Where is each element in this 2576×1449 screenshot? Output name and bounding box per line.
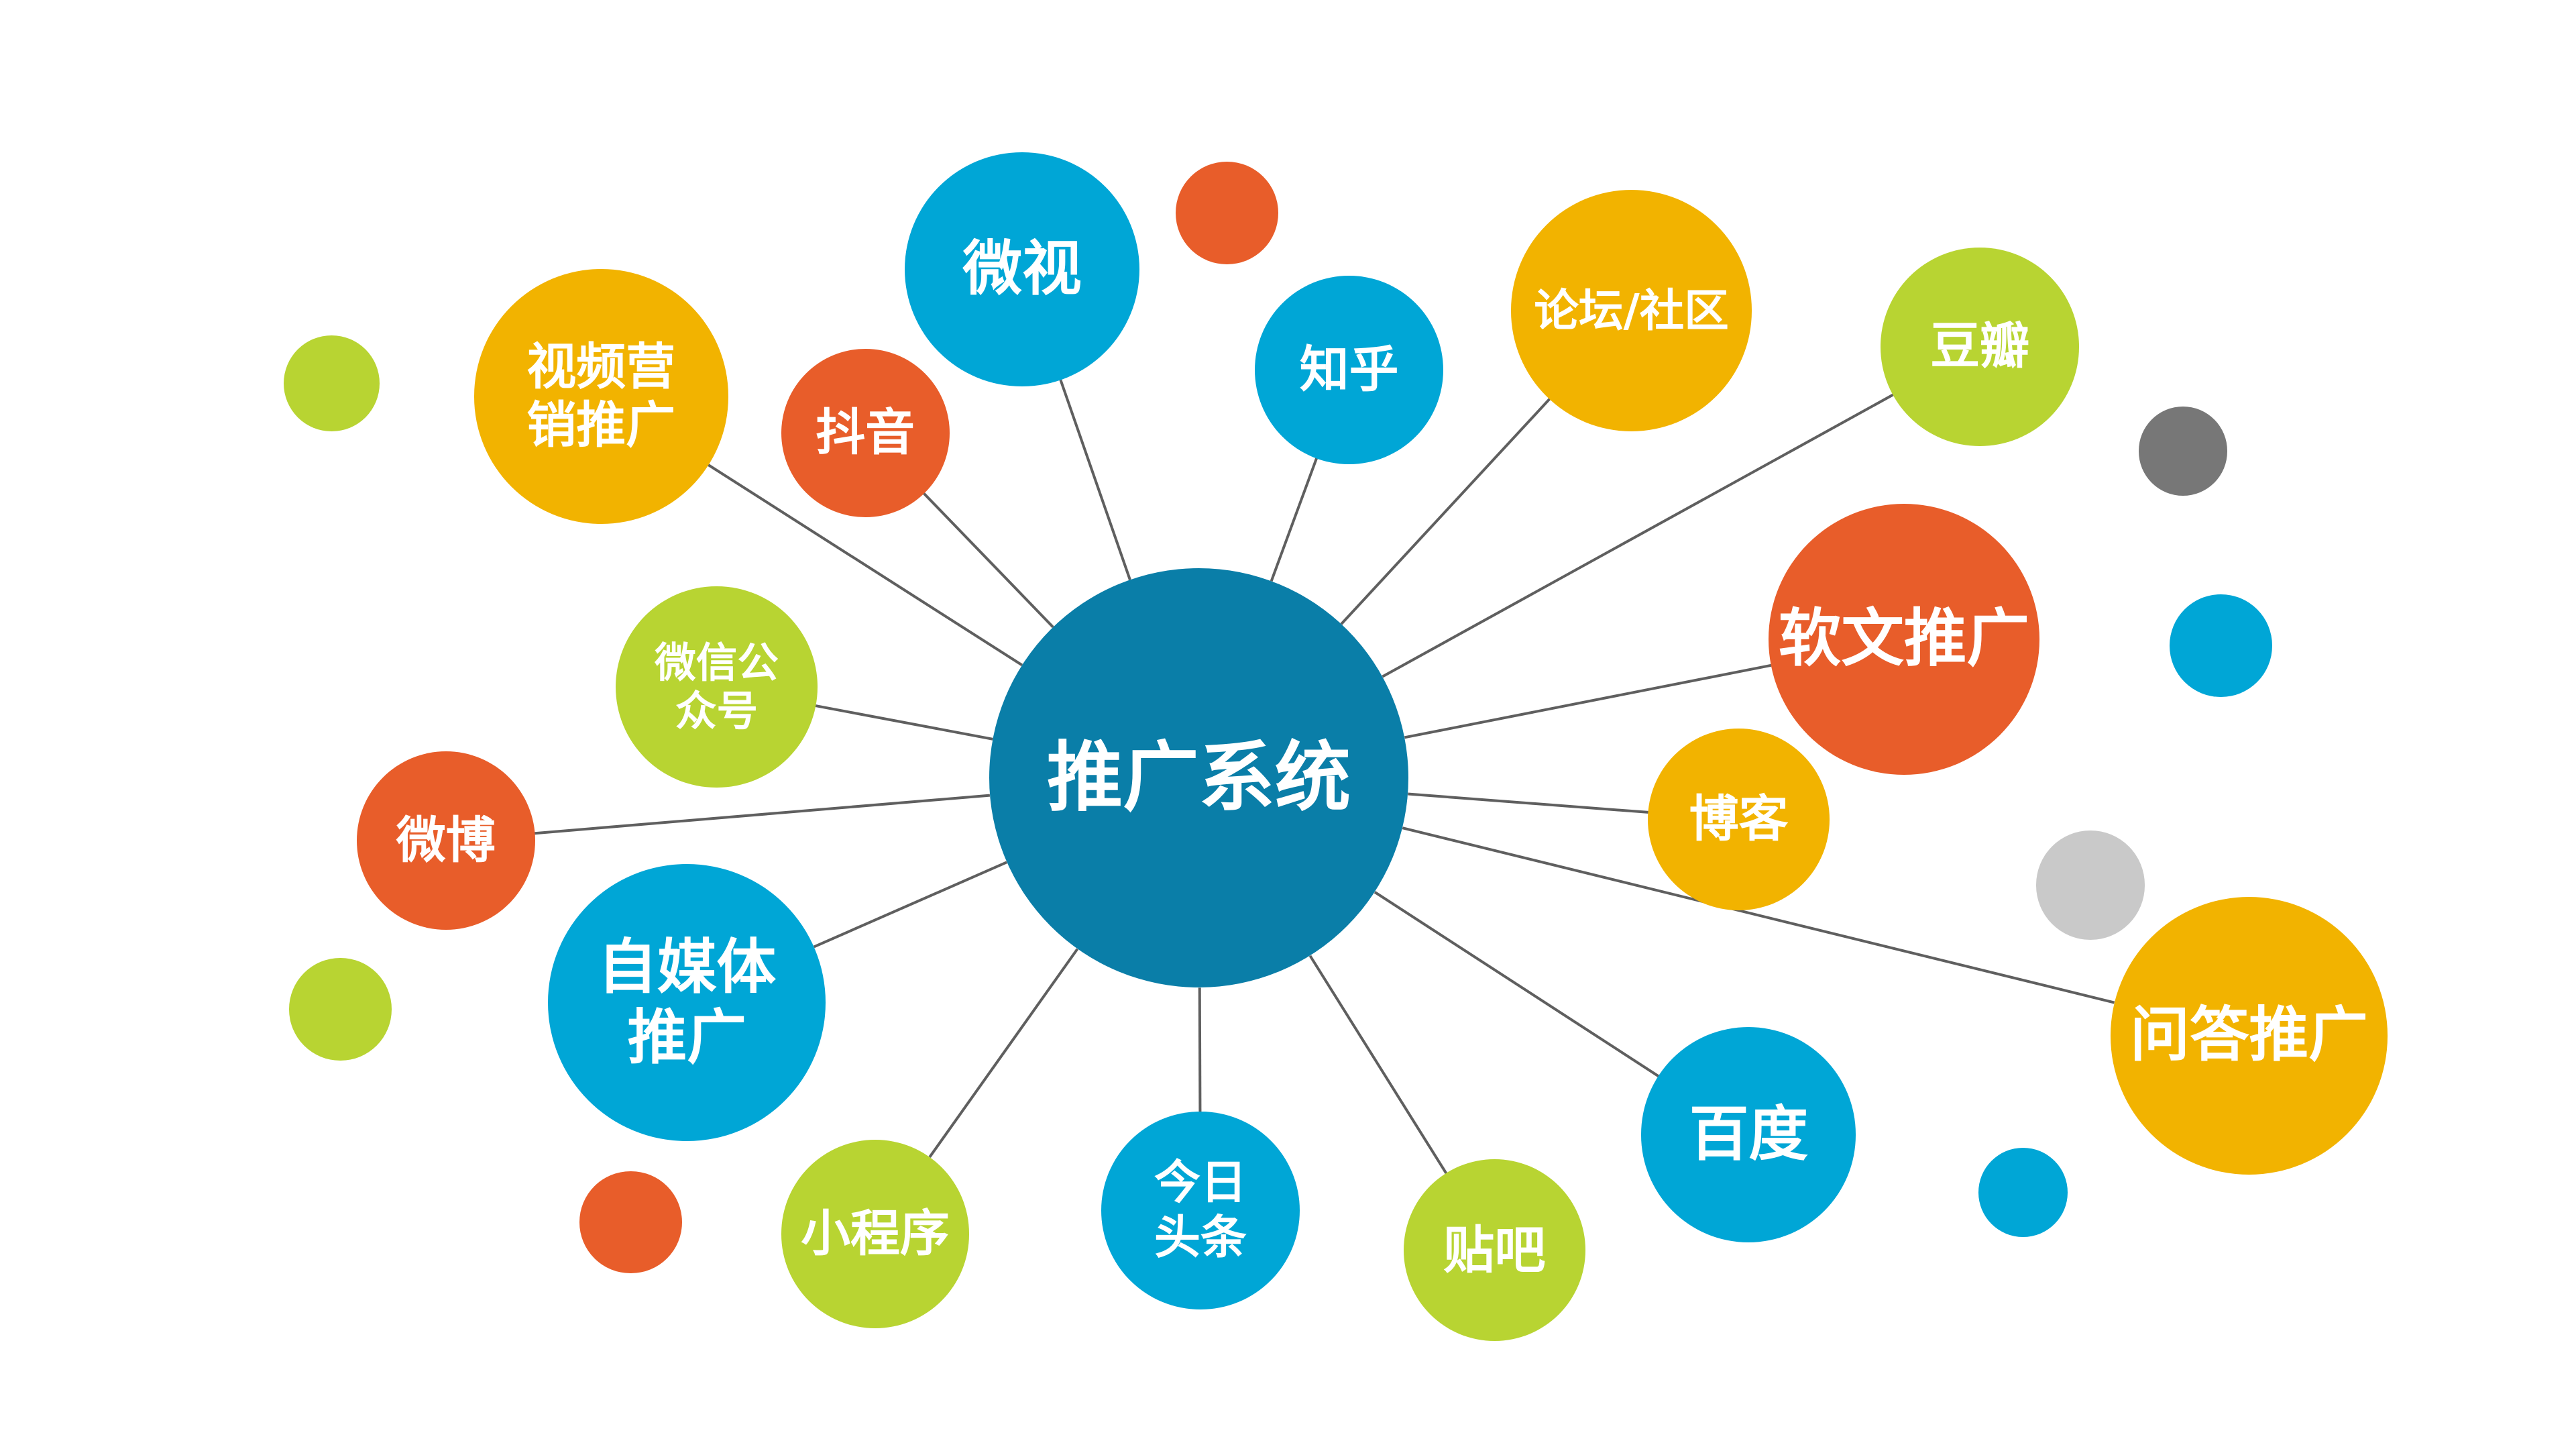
decor-dot [579,1171,682,1274]
node-qa: 问答推广 [2110,896,2388,1175]
node-label: 豆瓣 [1930,317,2030,376]
connector-line-video-marketing [707,464,1023,667]
node-toutiao: 今日 头条 [1101,1112,1300,1310]
connector-line-douyin [923,492,1054,629]
connector-line-mini-program [928,948,1079,1158]
decor-dot [284,335,380,431]
node-weishi: 微视 [905,152,1139,387]
decor-dot [2035,830,2145,940]
node-label: 问答推广 [2130,1000,2368,1070]
node-label: 软文推广 [1778,602,2029,676]
node-we-media: 自媒体 推广 [548,863,826,1142]
connector-line-weishi [1059,379,1131,580]
node-wechat-official: 微信公 众号 [616,586,818,788]
connector-line-zhihu [1270,458,1318,582]
connector-line-wechat-official [815,704,993,741]
node-mini-program: 小程序 [781,1139,970,1328]
connector-line-douban [1382,393,1894,678]
node-label: 博客 [1689,790,1789,848]
node-label: 知乎 [1299,340,1399,398]
node-label: 微视 [962,234,1082,304]
decor-dot [1176,162,1278,264]
node-zhihu: 知乎 [1255,276,1443,464]
decor-dot [2138,406,2228,496]
node-forum: 论坛/社区 [1510,190,1752,431]
node-label: 抖音 [816,403,915,462]
node-douyin: 抖音 [781,348,950,517]
node-blog: 博客 [1648,728,1830,910]
node-baidu: 百度 [1641,1027,1856,1242]
node-video-marketing: 视频营 销推广 [473,269,728,524]
hub-node: 推广系统 [989,568,1409,988]
hub-label: 推广系统 [1047,733,1351,822]
node-label: 自媒体 推广 [598,932,777,1072]
connector-line-forum [1340,398,1551,625]
decor-dot [288,958,392,1061]
node-tieba: 贴吧 [1403,1159,1585,1342]
node-label: 小程序 [801,1204,950,1263]
node-soft-article: 软文推广 [1768,503,2039,775]
connector-line-qa [1402,826,2115,1004]
connector-line-we-media [813,861,1007,949]
connector-line-soft-article [1404,663,1772,739]
decor-dot [2170,594,2272,698]
node-douban: 豆瓣 [1881,248,2079,446]
node-label: 微信公 众号 [655,638,779,736]
connector-line-weibo [535,794,991,835]
node-label: 贴吧 [1443,1220,1546,1280]
decor-dot [1978,1148,2068,1238]
connector-line-baidu [1374,891,1660,1078]
node-label: 百度 [1689,1099,1809,1169]
node-label: 微博 [396,811,496,869]
node-weibo: 微博 [356,751,535,930]
connector-line-tieba [1308,955,1448,1175]
node-label: 论坛/社区 [1534,284,1729,337]
node-label: 视频营 销推广 [526,337,676,454]
connector-line-blog [1408,792,1648,814]
node-label: 今日 头条 [1154,1156,1247,1265]
